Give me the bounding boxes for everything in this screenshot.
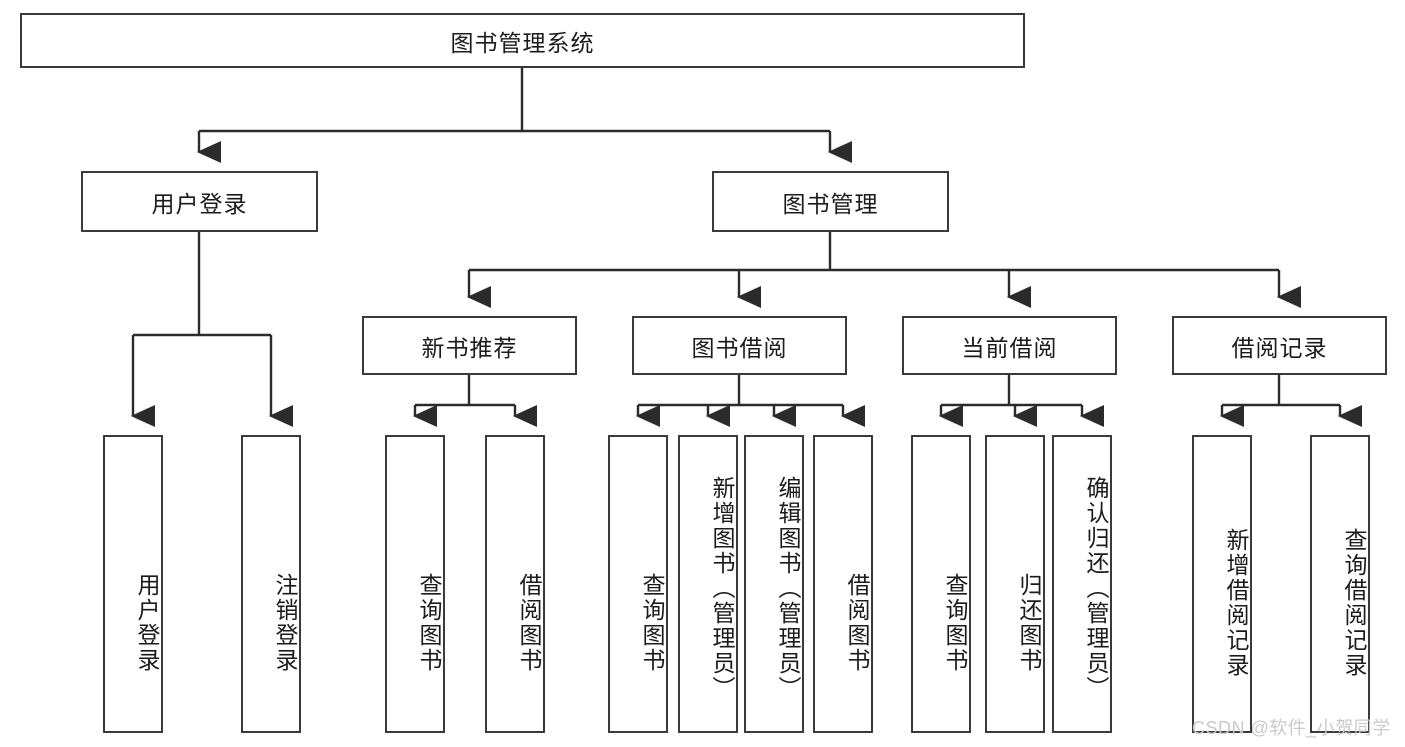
leaf-borrow-book-recommend-label: 借阅图书 [516,573,542,673]
node-book-management-label: 图书管理 [782,190,879,217]
node-book-borrow-label: 图书借阅 [691,334,788,361]
leaf-borrow-book[interactable]: 借阅图书 [813,435,873,733]
node-borrow-records-label: 借阅记录 [1231,334,1328,361]
leaf-query-borrow-record[interactable]: 查询借阅记录 [1310,435,1370,733]
leaf-borrow-book-label: 借阅图书 [844,573,870,673]
node-user-login[interactable]: 用户登录 [81,171,318,232]
leaf-edit-book-admin-label: 编辑图书（管理员） [775,475,801,701]
node-current-borrow[interactable]: 当前借阅 [902,316,1117,375]
leaf-user-login-label: 用户登录 [134,573,160,673]
node-new-book-recommend-label: 新书推荐 [421,334,518,361]
leaf-query-book-current-label: 查询图书 [942,573,968,673]
node-book-management[interactable]: 图书管理 [712,171,949,232]
leaf-confirm-return-admin[interactable]: 确认归还（管理员） [1052,435,1112,733]
node-book-borrow[interactable]: 图书借阅 [632,316,847,375]
leaf-user-login[interactable]: 用户登录 [103,435,163,733]
node-current-borrow-label: 当前借阅 [961,334,1058,361]
leaf-add-borrow-record-label: 新增借阅记录 [1223,528,1249,678]
leaf-query-borrow-record-label: 查询借阅记录 [1341,528,1367,678]
node-new-book-recommend[interactable]: 新书推荐 [362,316,577,375]
leaf-confirm-return-admin-label: 确认归还（管理员） [1083,475,1109,701]
node-root[interactable]: 图书管理系统 [20,13,1025,68]
node-root-label: 图书管理系统 [450,29,595,56]
leaf-add-book-admin[interactable]: 新增图书（管理员） [678,435,738,733]
leaf-return-book[interactable]: 归还图书 [985,435,1045,733]
leaf-add-book-admin-label: 新增图书（管理员） [709,475,735,701]
node-user-login-label: 用户登录 [151,190,248,217]
leaf-query-book-recommend-label: 查询图书 [416,573,442,673]
node-borrow-records[interactable]: 借阅记录 [1172,316,1387,375]
leaf-add-borrow-record[interactable]: 新增借阅记录 [1192,435,1252,733]
leaf-query-book-borrow-label: 查询图书 [639,573,665,673]
leaf-user-logout-label: 注销登录 [272,573,298,673]
leaf-query-book-borrow[interactable]: 查询图书 [608,435,668,733]
leaf-return-book-label: 归还图书 [1016,573,1042,673]
leaf-borrow-book-recommend[interactable]: 借阅图书 [485,435,545,733]
leaf-query-book-recommend[interactable]: 查询图书 [385,435,445,733]
leaf-query-book-current[interactable]: 查询图书 [911,435,971,733]
csdn-watermark: CSDN @软件_小贺同学 [1192,718,1391,738]
leaf-user-logout[interactable]: 注销登录 [241,435,301,733]
leaf-edit-book-admin[interactable]: 编辑图书（管理员） [744,435,804,733]
